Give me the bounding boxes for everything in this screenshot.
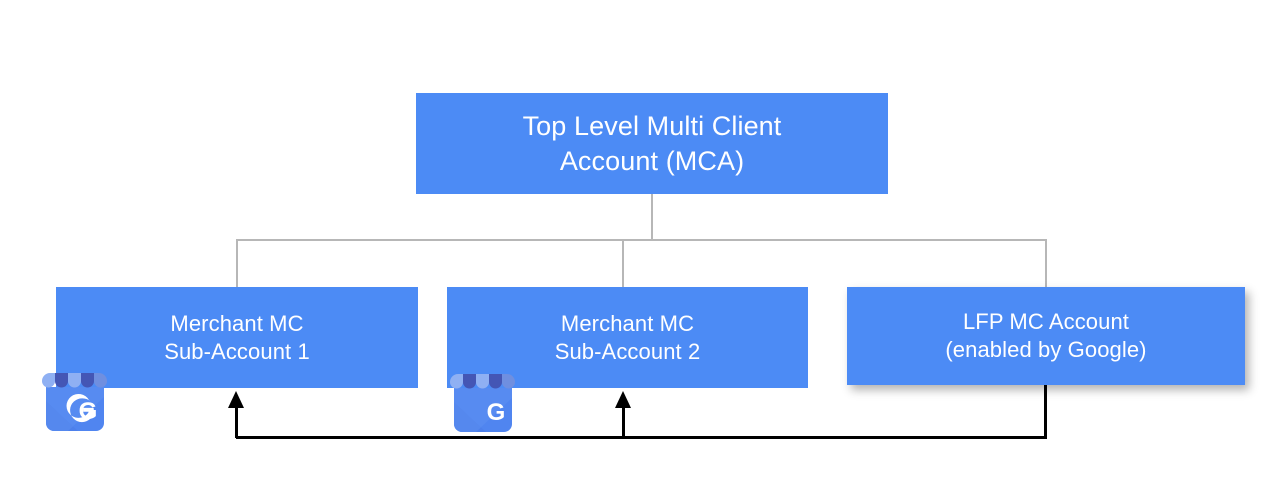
lfp-mc-account-node: LFP MC Account (enabled by Google)	[847, 287, 1245, 385]
feedback-arrow-shaft-sub2	[622, 406, 625, 438]
google-my-business-icon: G	[38, 361, 112, 435]
merchant-sub-account-1-line-1: Merchant MC	[170, 310, 304, 336]
connector-horizontal-bus	[236, 239, 1047, 241]
connector-bus-to-lfp	[1045, 239, 1047, 288]
merchant-sub-account-2-line-2: Sub-Account 2	[554, 338, 701, 364]
feedback-arrow-horizontal	[236, 436, 1047, 439]
merchant-sub-account-2-line-1: Merchant MC	[560, 310, 695, 336]
connector-bus-to-sub2	[622, 239, 624, 288]
feedback-arrow-shaft-sub1	[235, 406, 238, 438]
feedback-arrow-from-lfp	[1044, 385, 1047, 438]
merchant-sub-account-1-line-2: Sub-Account 1	[164, 338, 310, 364]
feedback-arrowhead-sub1	[228, 391, 244, 408]
merchant-sub-account-2-node: Merchant MC Sub-Account 2	[447, 287, 808, 388]
gmb-letter: G	[487, 399, 506, 426]
top-level-mca-line-1: Top Level Multi Client	[522, 111, 782, 142]
top-level-mca-node: Top Level Multi Client Account (MCA)	[416, 93, 888, 194]
connector-mca-to-bus	[651, 194, 653, 241]
feedback-arrowhead-sub2	[615, 391, 631, 408]
merchant-sub-account-1-node: Merchant MC Sub-Account 1	[56, 287, 418, 388]
google-my-business-icon: G	[446, 362, 520, 436]
lfp-mc-account-line-1: LFP MC Account	[962, 309, 1130, 335]
lfp-mc-account-line-2: (enabled by Google)	[945, 337, 1147, 362]
connector-bus-to-sub1	[236, 239, 238, 288]
top-level-mca-line-2: Account (MCA)	[559, 145, 745, 176]
gmb-letter: G	[79, 398, 98, 425]
